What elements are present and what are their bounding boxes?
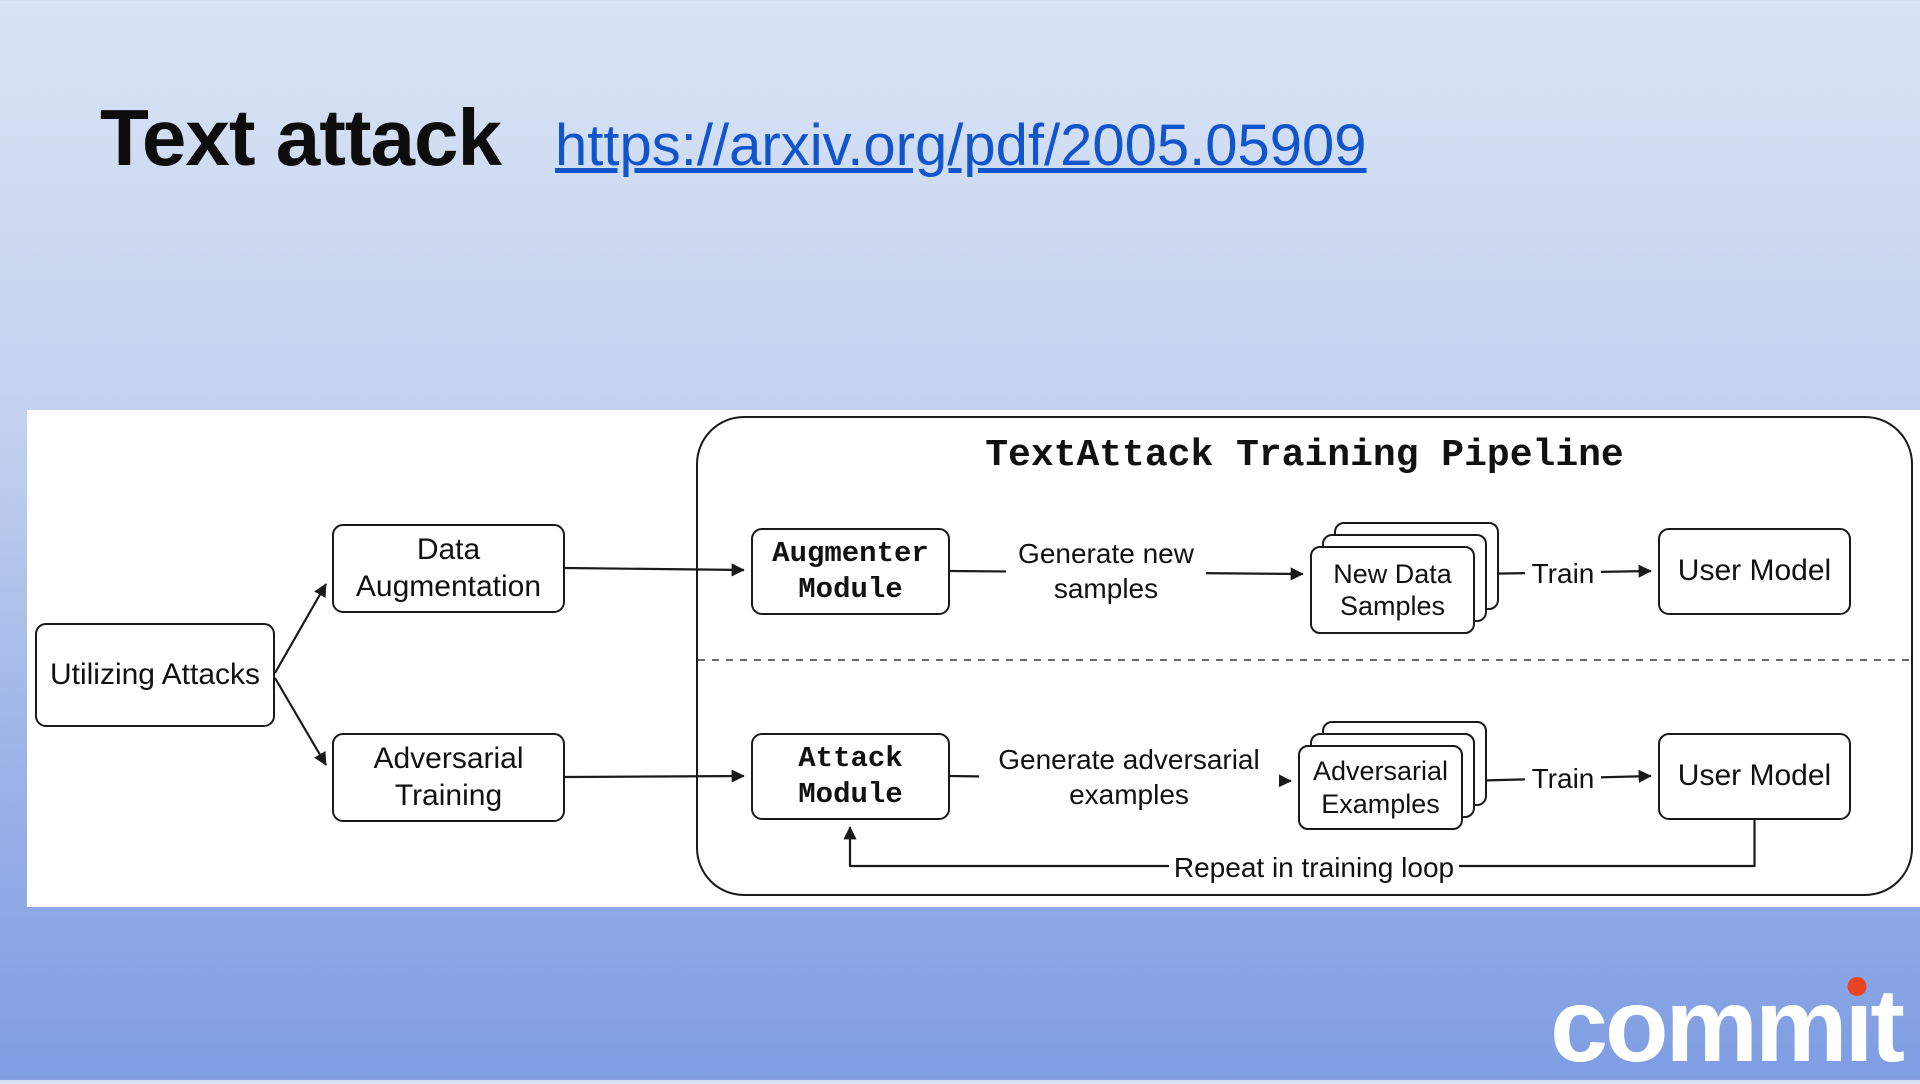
slide-title: Text attack	[100, 93, 502, 182]
arrow-utilizing-to-adversarial	[274, 677, 327, 766]
label-train-top: Train	[1525, 556, 1601, 591]
card-adversarial-examples: Adversarial Examples	[1298, 745, 1463, 830]
label-repeat-loop: Repeat in training loop	[1169, 850, 1459, 885]
logo-text-post: t	[1870, 968, 1905, 1084]
node-adversarial-training: Adversarial Training	[332, 733, 565, 822]
label-generate-new-samples: Generate new samples	[1006, 536, 1206, 606]
logo-letter-i: ı	[1844, 974, 1873, 1078]
node-user-model-top: User Model	[1658, 528, 1851, 615]
slide-header: Text attack https://arxiv.org/pdf/2005.0…	[100, 92, 1367, 184]
label-train-bottom: Train	[1525, 761, 1601, 796]
pipeline-container	[696, 416, 1913, 896]
stack-adversarial-examples: Adversarial Examples	[1298, 721, 1487, 830]
logo-text-pre: comm	[1550, 968, 1847, 1084]
label-generate-adversarial-examples: Generate adversarial examples	[979, 742, 1279, 812]
arxiv-link[interactable]: https://arxiv.org/pdf/2005.05909	[555, 113, 1367, 178]
node-utilizing-attacks: Utilizing Attacks	[35, 623, 275, 727]
node-augmenter-module: Augmenter Module	[751, 528, 950, 615]
node-attack-module: Attack Module	[751, 733, 950, 820]
node-data-augmentation: Data Augmentation	[332, 524, 565, 613]
logo-i-dot	[1847, 977, 1867, 996]
card-new-data-samples: New Data Samples	[1310, 546, 1475, 634]
stack-new-data-samples: New Data Samples	[1310, 522, 1499, 634]
diagram-panel: TextAttack Training Pipeline Utilizing A…	[27, 410, 1920, 907]
pipeline-title: TextAttack Training Pipeline	[985, 434, 1624, 477]
node-user-model-bottom: User Model	[1658, 733, 1851, 820]
arrow-utilizing-to-augmentation	[274, 583, 327, 674]
